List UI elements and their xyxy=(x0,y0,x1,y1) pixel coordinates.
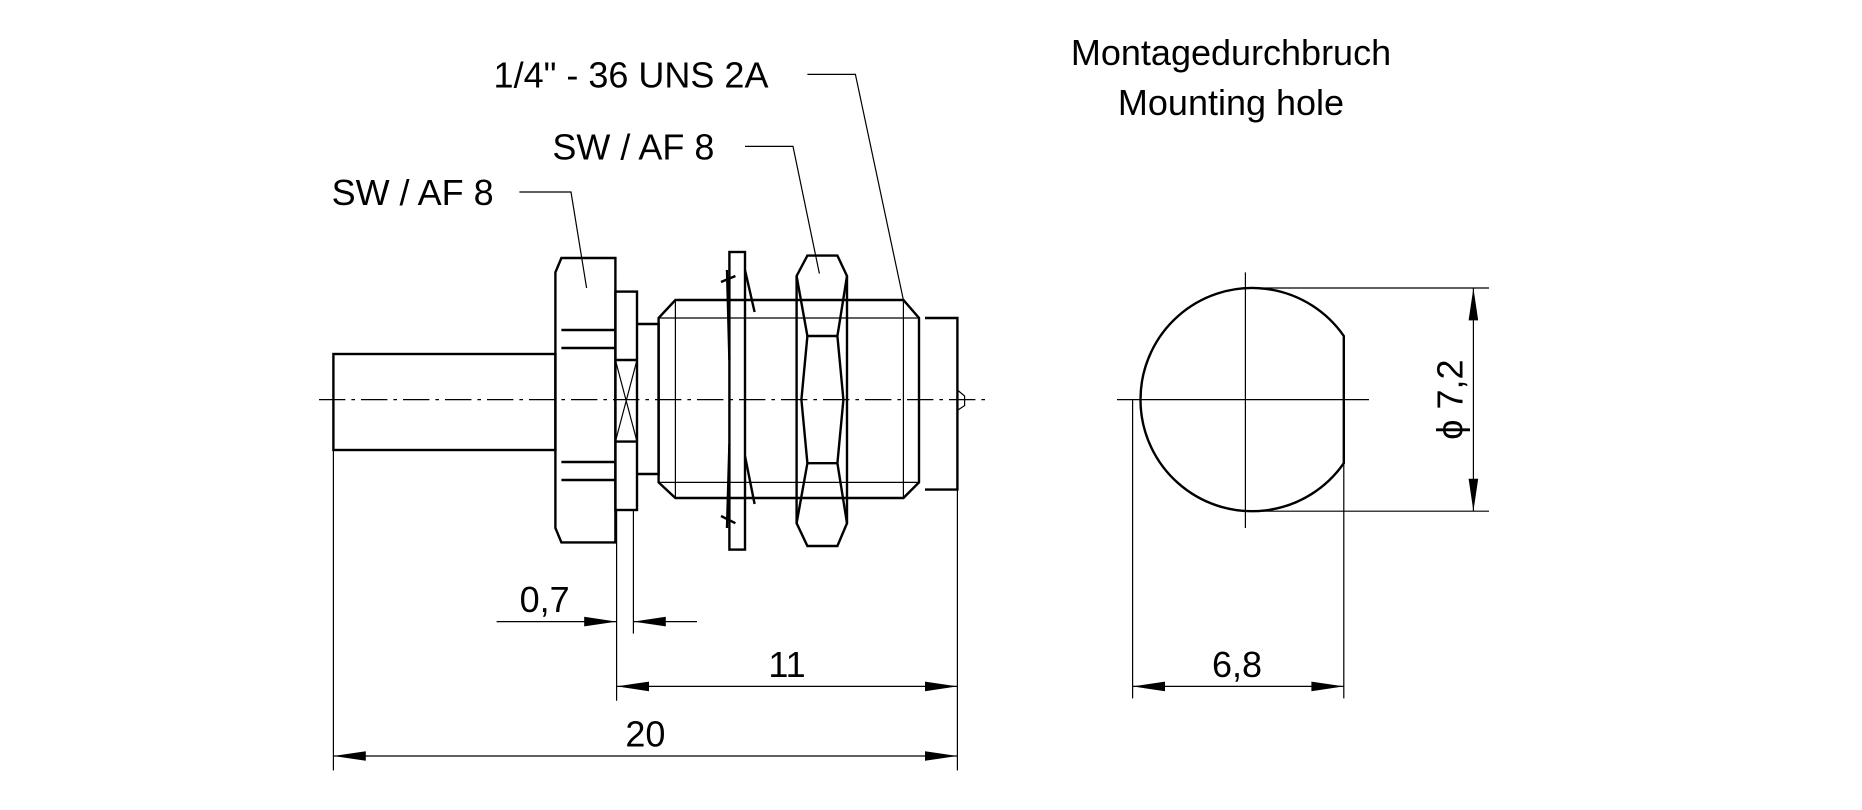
rear-hex-nut xyxy=(554,256,617,544)
cable-sleeve xyxy=(332,352,557,452)
hole-diameter-dimension: ϕ 7,2 xyxy=(1430,359,1471,439)
mounting-hole-view xyxy=(1117,272,1489,699)
front-hex-nut xyxy=(795,254,849,548)
d-shaped-hole xyxy=(1139,286,1345,513)
lock-washer xyxy=(728,250,747,551)
overall-length-dimension: 20 xyxy=(625,713,665,754)
wrench-size-front-label: SW / AF 8 xyxy=(552,127,714,168)
washer-thickness-dimension: 0,7 xyxy=(520,579,570,620)
leaders xyxy=(519,73,904,301)
front-contact-end xyxy=(925,316,959,491)
flange-washer xyxy=(614,290,639,512)
hole-flat-dimension: 6,8 xyxy=(1212,644,1262,685)
connector-side-view xyxy=(319,250,991,551)
mounting-hole-title-en: Mounting hole xyxy=(1118,82,1344,123)
dimension-lines xyxy=(332,450,958,771)
mounting-hole-title-de: Montagedurchbruch xyxy=(1071,32,1391,73)
body-length-dimension: 11 xyxy=(768,644,805,685)
wrench-size-rear-label: SW / AF 8 xyxy=(332,172,494,213)
thread-label: 1/4" - 36 UNS 2A xyxy=(494,55,769,96)
